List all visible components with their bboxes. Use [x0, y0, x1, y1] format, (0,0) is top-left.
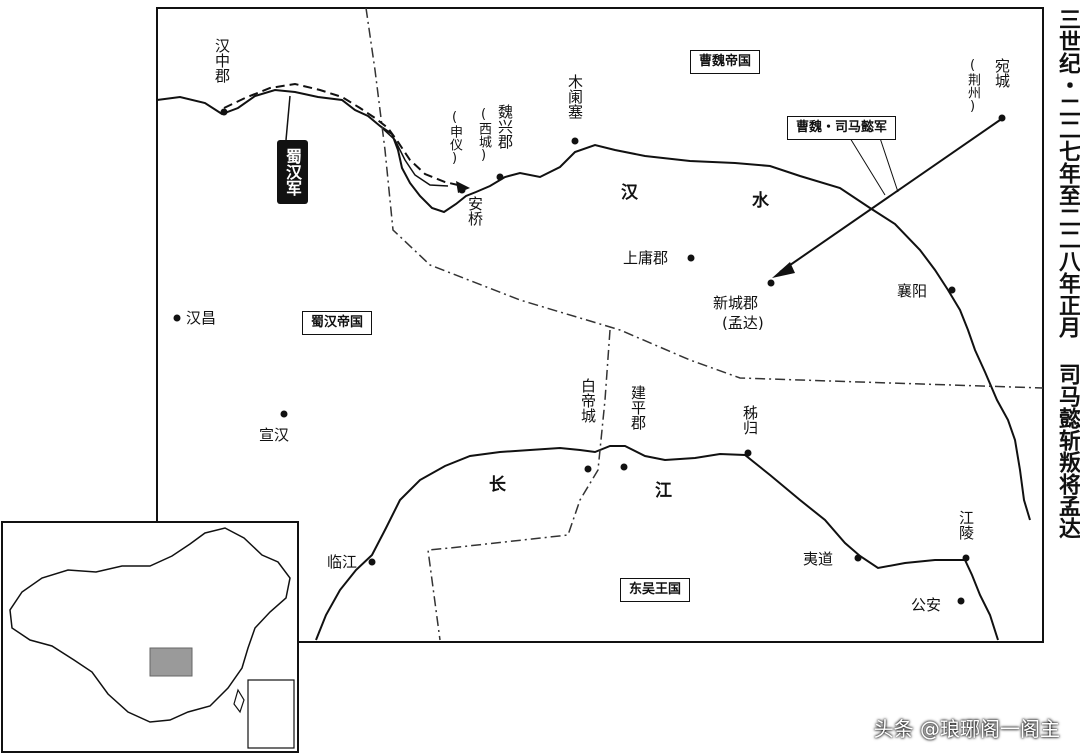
boundary-shu-wu	[427, 329, 611, 641]
shu-badge-leader	[285, 95, 291, 141]
dot-wancheng	[998, 114, 1006, 122]
inset-highlight	[149, 647, 193, 677]
place-xincheng: 新城郡	[713, 294, 759, 312]
place-baidicheng: 白帝城	[579, 378, 597, 423]
place-hanzhong: 汉中郡	[213, 38, 231, 83]
south-sea-inset	[247, 679, 295, 749]
watermark: 头条 @琅琊阁一阁主	[873, 717, 1060, 741]
shu-army-badge: 蜀汉军	[277, 140, 308, 204]
place-weixing-note: (西城)	[476, 107, 491, 163]
map-title: 三世纪・二二七年至二二八年正月 司马懿斩叛将孟达	[1055, 8, 1080, 539]
dot-baidicheng	[584, 465, 592, 473]
wei-army-arrowhead	[772, 262, 795, 278]
place-jianping: 建平郡	[629, 385, 647, 430]
yangtze-river	[315, 445, 999, 641]
place-wancheng: 宛城	[993, 58, 1011, 88]
dot-anqiao	[458, 186, 466, 194]
dot-jianping	[620, 463, 628, 471]
place-xiangyang: 襄阳	[897, 282, 928, 300]
river-label-han-2: 水	[752, 191, 769, 211]
dot-xuanhan	[280, 410, 288, 418]
dot-yidao	[854, 554, 862, 562]
wei-badge-leader	[849, 137, 899, 196]
place-mulanse: 木阑塞	[566, 74, 584, 119]
dot-weixing	[496, 173, 504, 181]
place-zigui: 秭归	[741, 405, 759, 435]
place-wancheng-note: (荆州)	[965, 58, 980, 114]
kingdom-wei-label: 曹魏帝国	[690, 50, 761, 74]
han-river-bank	[379, 125, 449, 187]
place-shen-yi: (申仪)	[447, 110, 462, 166]
place-shangyong: 上庸郡	[623, 249, 669, 267]
inset-map	[1, 521, 299, 753]
river-label-yangtze-1: 长	[489, 475, 506, 495]
boundary-wei-shu	[365, 7, 1044, 389]
place-xuanhan: 宣汉	[259, 426, 290, 444]
kingdom-wu-label: 东吴王国	[620, 578, 691, 602]
shu-army-route	[223, 82, 463, 187]
dot-xincheng	[767, 279, 775, 287]
place-anqiao: 安桥	[466, 196, 484, 226]
place-hanchang: 汉昌	[186, 309, 217, 327]
dot-jiangling	[962, 554, 970, 562]
dot-hanzhong	[220, 108, 228, 116]
place-weixing: 魏兴郡	[496, 104, 514, 149]
place-yidao: 夷道	[803, 550, 834, 568]
taiwan-outline	[233, 688, 245, 714]
kingdom-shu-label: 蜀汉帝国	[302, 311, 373, 335]
china-outline	[9, 527, 291, 723]
han-river	[156, 88, 1031, 521]
dot-mulanse	[571, 137, 579, 145]
place-dots	[173, 108, 1006, 605]
dot-shangyong	[687, 254, 695, 262]
river-label-han-1: 汉	[621, 183, 638, 203]
dot-gongan	[957, 597, 965, 605]
dot-xiangyang	[948, 286, 956, 294]
dot-zigui	[744, 449, 752, 457]
place-xincheng-note: (孟达)	[722, 314, 764, 332]
dot-hanchang	[173, 314, 181, 322]
place-linjiang: 临江	[327, 553, 358, 571]
wei-army-badge: 曹魏・司马懿军	[787, 116, 897, 140]
place-gongan: 公安	[911, 596, 942, 614]
wei-army-arrow	[779, 119, 1001, 273]
place-jiangling: 江陵	[957, 510, 975, 540]
river-label-yangtze-2: 江	[655, 481, 672, 501]
dot-linjiang	[368, 558, 376, 566]
